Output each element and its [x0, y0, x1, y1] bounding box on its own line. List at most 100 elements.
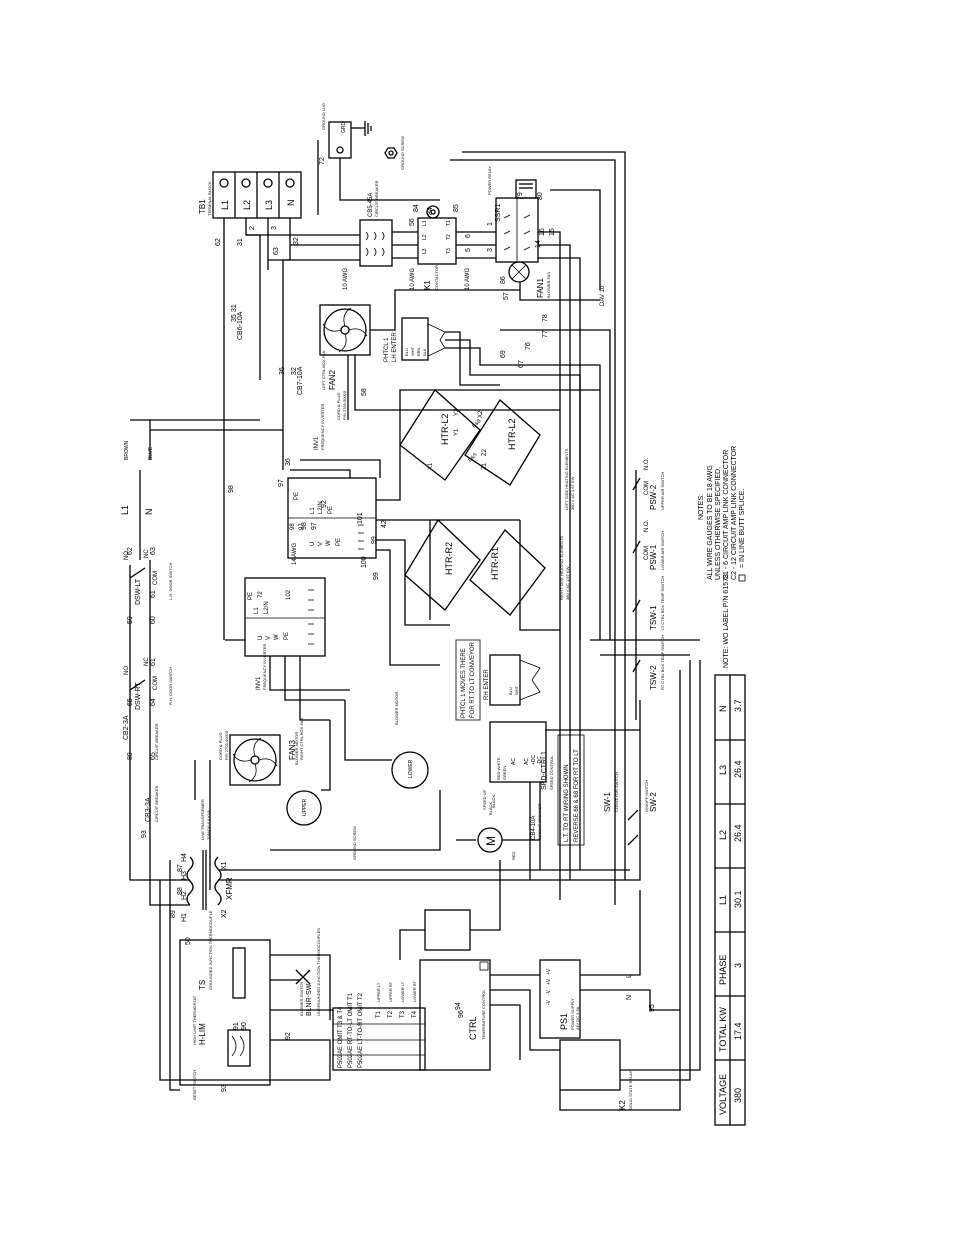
phtcl1-sub: LH ENTER [392, 332, 398, 362]
conv-motor-color: BLACK [488, 802, 493, 815]
wire-num: 95 [649, 1004, 656, 1012]
inv1r-t4: L2/N [318, 501, 324, 514]
probe-cell-llt: LOWER LT [400, 981, 405, 1002]
phtcl1-color-wht: WHT [410, 346, 415, 356]
spec-header-n: N [718, 706, 728, 713]
spd-ctrl-caption: SPEED CONTROL [549, 755, 554, 790]
spd-term-pdc: +DC [531, 754, 537, 765]
motor-upper-caption: BLOWER MOTOR [294, 732, 299, 765]
wire-num: 62 [215, 238, 222, 246]
xfmr-h2: H2 [181, 891, 188, 900]
gauge-10awg-a: 10 AWG [343, 268, 349, 290]
ground-lug-label: GRD [341, 122, 347, 134]
coil-label-bs: B&S [467, 452, 479, 464]
sw2-caption: ON/OFF SWITCH [644, 780, 649, 812]
dsw-rt-com: COM [153, 676, 159, 690]
frequency-inverter-left: INV1 FREQUENCY INVERTER PE 72 L1 L2/N 10… [244, 577, 326, 690]
fan2-plug: CORD & PLUG [336, 392, 341, 420]
mains-labels: L1 N BROWN BLUE [120, 440, 154, 515]
notes-line-2: UNLESS OTHERWISE SPECIFIED. [715, 467, 722, 580]
gauge-10awg-c: 10 AWG [465, 268, 471, 290]
probe-cell-lrt: LOWER RT [412, 980, 417, 1002]
wire-num: 60 [150, 616, 157, 624]
ps1-name: PS1 [559, 1013, 569, 1030]
mains-brown: BROWN [124, 440, 130, 460]
spec-header-phase: PHASE [718, 954, 728, 985]
tb1-caption: TERMINAL BLOCK [207, 181, 212, 216]
xfmr-h1: H1 [181, 913, 188, 922]
left-heater-spec: 380 V AC 1.67 KW [570, 476, 575, 510]
inv1r-name: INV1 [314, 436, 320, 450]
wire-num: 88 [177, 887, 184, 895]
wire-num: 78 [542, 314, 549, 322]
wire-num: 35 [231, 314, 238, 322]
inv1l-caption: FREQUENCY INVERTER [262, 644, 267, 690]
inv1r-b1: V [318, 542, 324, 546]
cb3-caption: CIRCUIT BREAKER [154, 786, 159, 822]
wire-num: 36 [285, 458, 292, 466]
ctrl-box-fan-fan3: FAN3 RIGHT CTRL BOX FAN CORD & PLUG P/N … [218, 718, 304, 786]
phtcl1-color-blu: BLU [404, 348, 409, 356]
conveyor-motor: M SPEED UP BLACK RED CB4-10A CIRCUIT BRE… [477, 789, 542, 860]
probe-cell-t3: T3 [400, 1010, 406, 1018]
wire-num: 62 [127, 547, 134, 555]
htr-l2-b: HTR-L2 [507, 418, 517, 450]
k1-caption: CONTACTOR [434, 265, 439, 290]
inv1l-name: INV1 [256, 676, 262, 690]
spec-header-l3: L3 [718, 765, 728, 775]
ps1-term-v3: -V [546, 989, 552, 995]
tb1-name: TB1 [198, 199, 207, 214]
wire-num: 77 [542, 330, 549, 338]
spec-table: VOLTAGE TOTAL KW PHASE L1 L2 L3 N 380 17… [714, 674, 746, 1126]
wire-num: 72 [319, 157, 326, 165]
dsw-lt-label: DSW-LT [135, 578, 142, 605]
circuit-breaker-cb5: CB5-45A CIRCUIT BREAKER [359, 181, 393, 267]
inv1r-t1: 97 [299, 523, 305, 530]
inv1l-b1: V [266, 636, 272, 640]
dsw-lt-com: COM [153, 571, 159, 585]
ctrl-box-fan-fan2: FAN2 LEFT CTRL BOX FAN CORD & PLUG P/N 2… [319, 304, 371, 420]
wire-num: 85 [453, 204, 460, 212]
cb7-label: CB7-10A [297, 366, 304, 395]
blnr-caption: BLOWER SWITCH [299, 982, 304, 1016]
wire-num: 93 [141, 830, 148, 838]
sw1-caption: CONVEYOR SWITCH [614, 772, 619, 812]
ctrl-caption: TEMPERATURE CONTROL [481, 989, 486, 1040]
psw1-no: N.O. [644, 519, 650, 532]
wire-num: 99 [373, 572, 380, 580]
wire-num: 69 [500, 350, 507, 358]
inv1r-t2: PE [294, 492, 300, 500]
probe-row-1: P502AE LT-TO-RT OMIT T2 [358, 992, 364, 1068]
dsw-lt-nc: NC [144, 549, 150, 558]
fan3-caption: RIGHT CTRL BOX FAN [299, 718, 304, 760]
tsw2-caption: RT CTRL BOX TEMP SWITCH [660, 635, 665, 690]
psw2-com: COM [644, 481, 650, 495]
probe-cell-t1: T1 [376, 1010, 382, 1018]
htr-r1: HTR-R1 [490, 547, 500, 580]
inv1l-b3: PE [284, 632, 290, 640]
coil-label-y1: Y1 [454, 428, 460, 436]
speed-note-2: REVERSE 66 & 68 FOR RT TO LT [574, 749, 580, 842]
wire-num: 67 [518, 360, 525, 368]
psw2-caption: UPPER AIR SWITCH [660, 472, 665, 510]
inv1r-b0: U [310, 542, 316, 546]
spd-color-black: BLACK [491, 795, 496, 808]
spec-value-phase: 3 [733, 963, 743, 968]
xfmr-h4: H4 [181, 853, 188, 862]
k2-caption: SOLID STATE RELAY [628, 1070, 633, 1110]
wire-num: 87 [177, 864, 184, 872]
cb-conv-name: CB4-10A [531, 816, 537, 840]
wire-numbers: 62 31 2 63 3 32 72 84 85 56 6 5 1 3 14 1… [127, 157, 656, 1092]
ctrl-name: CTRL [468, 1016, 478, 1040]
ps1-caption: POWER SUPPLY [570, 998, 575, 1030]
k2-name: K2 [618, 1100, 627, 1110]
spec-header-l2: L2 [718, 830, 728, 840]
wire-num: 31 [231, 304, 238, 312]
dsw-rt-no: NO [124, 666, 130, 675]
left-heater-caption: LEFT SIDE HEATING ELEMENTS [564, 448, 569, 510]
xfmr-spec: 208/416 6.0 KVA [206, 810, 211, 840]
probe-row-3: P502AE OMIT T3 & T4 [338, 1006, 344, 1068]
coil-label-z2: Z2 [482, 448, 488, 456]
probe-cell-ult: UPPER LT [376, 982, 381, 1002]
